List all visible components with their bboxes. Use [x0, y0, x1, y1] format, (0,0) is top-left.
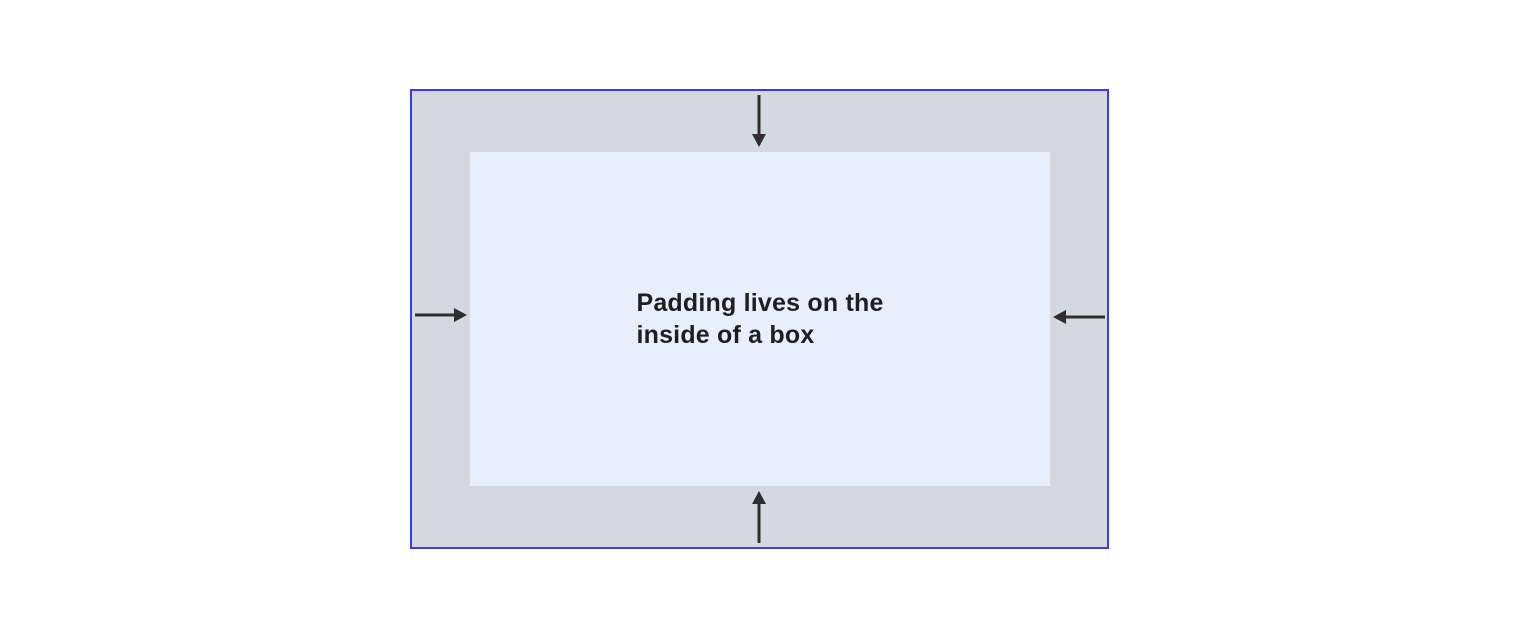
padding-arrow-up-icon [752, 491, 766, 543]
padding-caption: Padding lives on the inside of a box [636, 289, 884, 349]
padding-arrow-right-icon [415, 308, 467, 322]
padding-arrow-left-icon [1053, 310, 1105, 324]
content-box: Padding lives on the inside of a box [470, 152, 1050, 486]
padding-arrow-down-icon [752, 95, 766, 147]
